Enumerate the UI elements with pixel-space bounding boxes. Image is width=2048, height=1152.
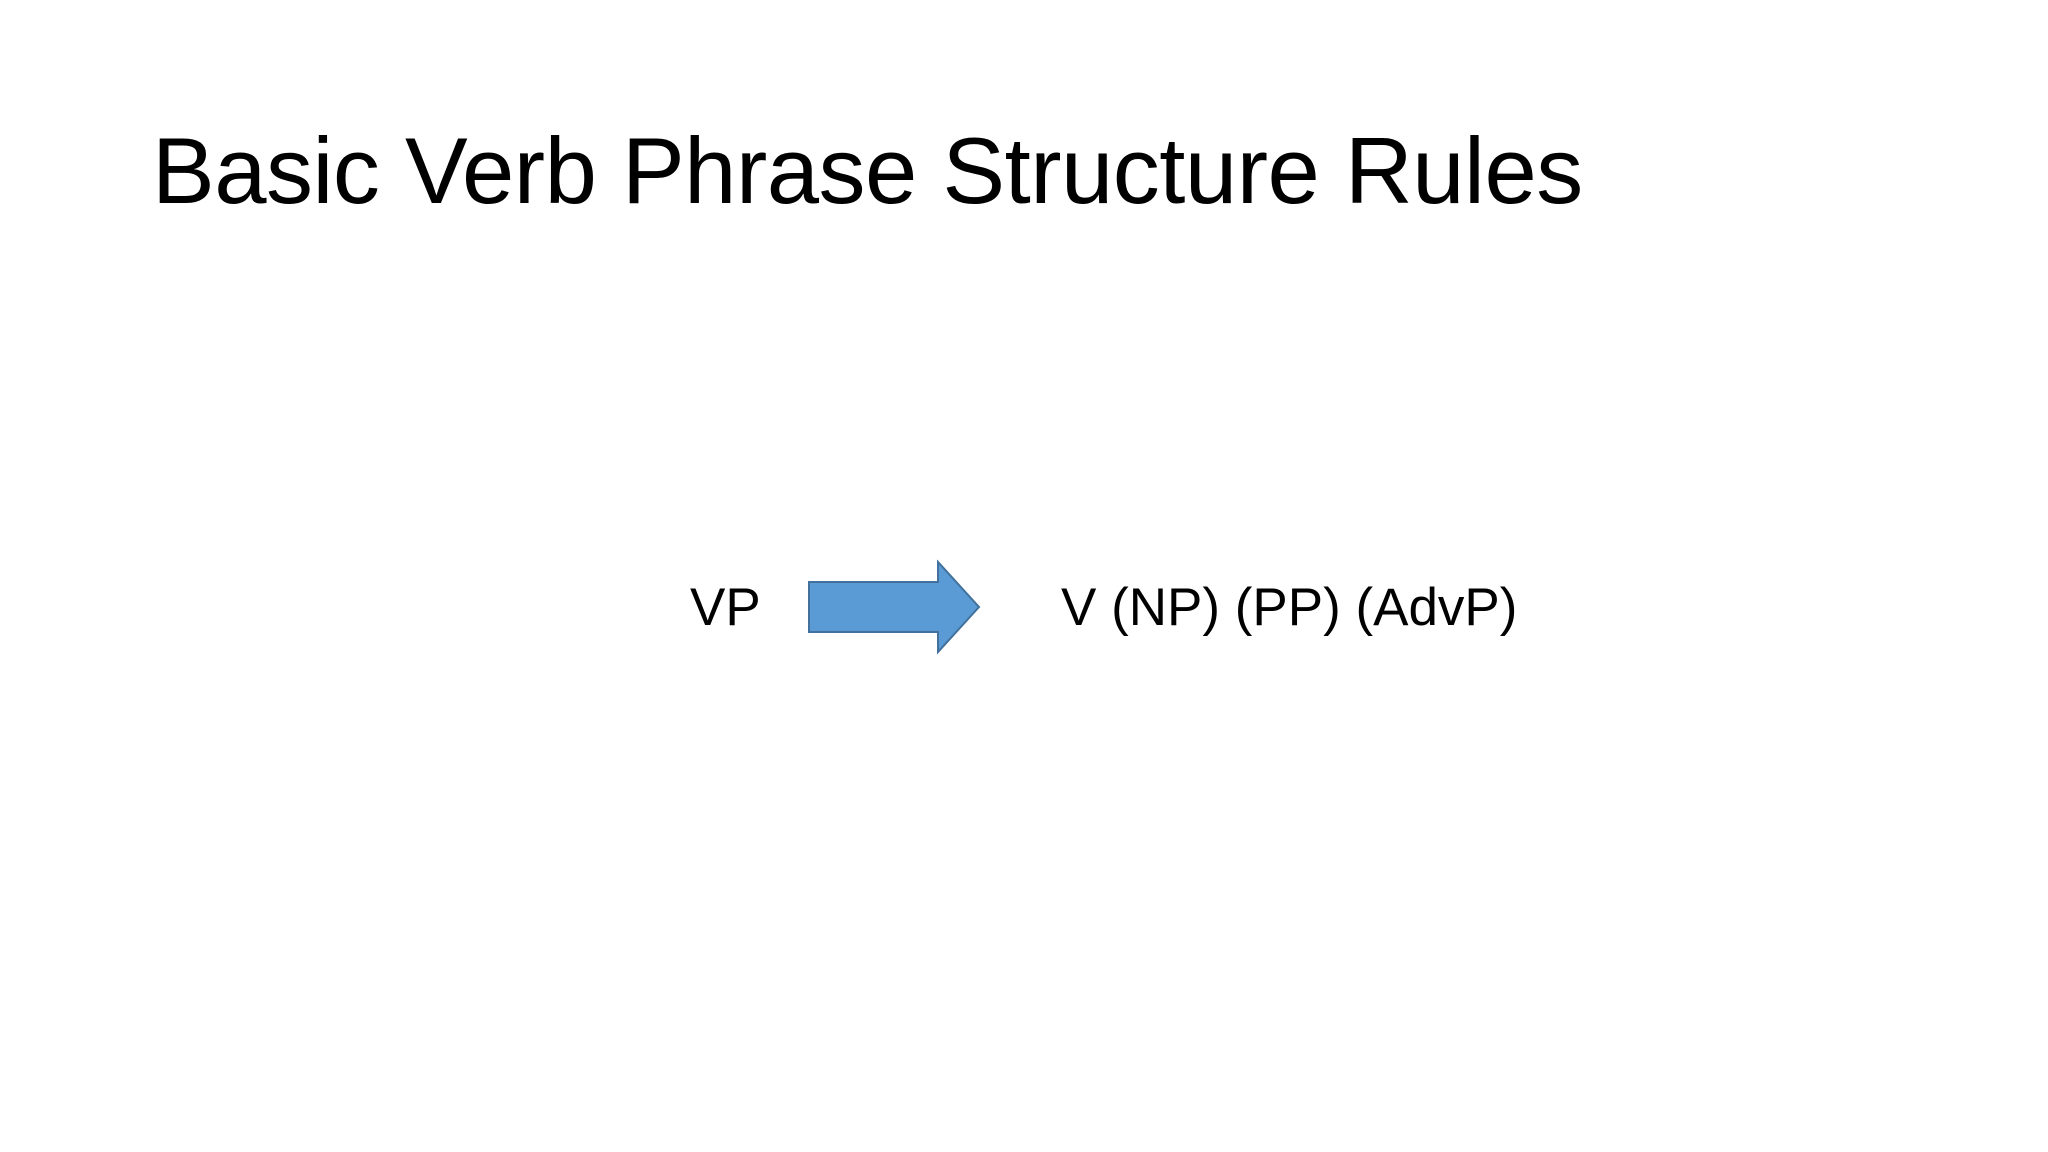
rule-left-hand-side: VP	[690, 577, 761, 637]
rule-right-hand-side: V (NP) (PP) (AdvP)	[1061, 577, 1518, 637]
page-title: Basic Verb Phrase Structure Rules	[152, 118, 1583, 223]
right-arrow-icon	[808, 559, 981, 655]
rule-arrow	[808, 547, 1053, 667]
phrase-structure-rule: VP V (NP) (PP) (AdvP)	[690, 559, 1518, 655]
